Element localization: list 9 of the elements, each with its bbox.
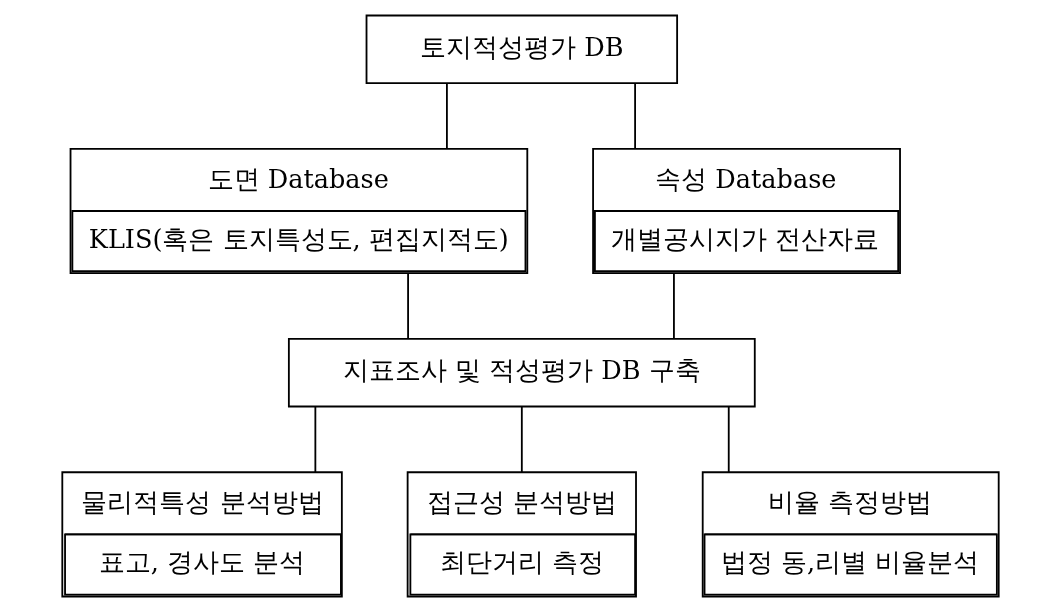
connector xyxy=(446,82,448,150)
connector xyxy=(407,272,409,340)
connector xyxy=(520,406,523,473)
connector xyxy=(673,272,675,340)
connector xyxy=(634,82,636,150)
node-box: 지표조사 및 적성평가 DB 구축 xyxy=(287,337,756,408)
node-box: 토지적성평가 DB xyxy=(365,14,679,84)
connector xyxy=(727,406,730,473)
connector xyxy=(314,406,317,473)
